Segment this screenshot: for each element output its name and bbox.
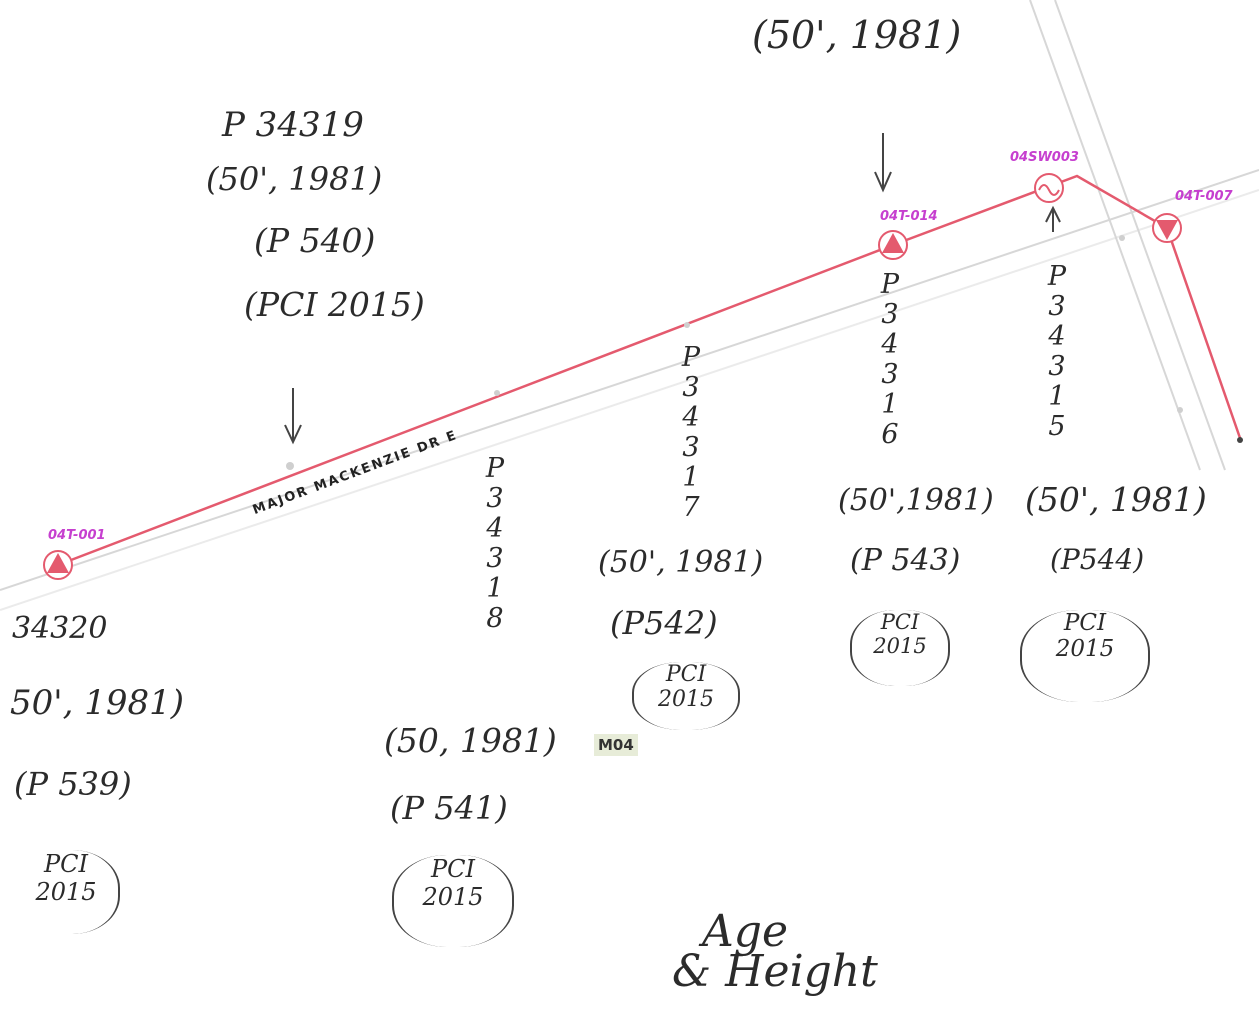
pin-label-04T-001: 04T-001 xyxy=(48,528,106,543)
triangle-pin-icon xyxy=(1156,220,1178,240)
annotation-age-height-34319: (50', 1981) xyxy=(206,160,383,198)
annotation-p-number-34319: (P 540) xyxy=(254,221,376,260)
footer-age: Age xyxy=(702,906,788,957)
pci-label: PCI xyxy=(431,855,475,883)
pci-year: 2015 xyxy=(1055,636,1115,662)
annotation-top-age-height: (50', 1981) xyxy=(752,13,962,57)
pci-label: PCI xyxy=(44,850,88,878)
annotation-pci-34315: PCI 2015 xyxy=(1020,610,1150,702)
annotation-pole-34319: P 34319 xyxy=(222,105,364,145)
annotation-pole-34317-vertical: P 3 4 3 1 7 xyxy=(681,342,701,523)
annotation-p-number-34320: (P 539) xyxy=(14,765,132,803)
annotation-p-number-34317: (P542) xyxy=(610,604,718,642)
annotation-age-height-34315: (50', 1981) xyxy=(1025,480,1207,519)
hand-arrows xyxy=(284,133,1061,445)
pci-year: 2015 xyxy=(873,634,927,658)
pin-label-04T-014: 04T-014 xyxy=(880,209,938,224)
triangle-pin-icon xyxy=(47,553,69,573)
pci-label: PCI xyxy=(880,610,920,634)
annotation-age-height-34317: (50', 1981) xyxy=(598,545,764,580)
arrow-down-icon xyxy=(284,388,302,445)
pci-year: 2015 xyxy=(658,687,714,712)
annotation-age-height-34316: (50',1981) xyxy=(838,483,994,518)
annotation-pole-34316-vertical: P 3 4 3 1 6 xyxy=(880,269,900,450)
annotation-p-number-34315: (P544) xyxy=(1050,543,1145,576)
annotation-age-height-34320: 50', 1981) xyxy=(10,683,185,723)
road-centerline xyxy=(57,174,1242,567)
annotation-pci-34320: PCI 2015 xyxy=(14,850,120,934)
background-streets xyxy=(0,0,1259,611)
annotation-pole-34318-vertical: P 3 4 3 1 8 xyxy=(485,453,505,634)
footer-height: & Height xyxy=(672,946,878,997)
pin-04T-001[interactable] xyxy=(43,550,73,580)
annotation-p-number-34316: (P 543) xyxy=(850,543,961,578)
pci-label: PCI xyxy=(1063,610,1107,636)
arrow-up-icon xyxy=(1045,205,1061,232)
pci-year: 2015 xyxy=(422,883,484,911)
annotation-pci-34316: PCI 2015 xyxy=(850,610,950,686)
arrow-down-icon xyxy=(874,133,892,193)
pci-year: 2015 xyxy=(35,878,97,906)
annotation-pci-34318: PCI 2015 xyxy=(392,855,514,947)
annotation-pole-34320: 34320 xyxy=(12,611,108,646)
grid-tag: M04 xyxy=(594,734,638,756)
annotation-p-number-34318: (P 541) xyxy=(390,789,508,827)
pin-04SW003[interactable] xyxy=(1034,173,1064,203)
triangle-pin-icon xyxy=(882,233,904,253)
annotation-pci-34319: (PCI 2015) xyxy=(244,285,425,324)
pin-04T-007[interactable] xyxy=(1152,213,1182,243)
pin-04T-014[interactable] xyxy=(878,230,908,260)
annotation-pci-34317: PCI 2015 xyxy=(632,662,740,730)
pin-label-04SW003: 04SW003 xyxy=(1010,150,1079,165)
annotation-pole-34315-vertical: P 3 4 3 1 5 xyxy=(1047,261,1067,442)
pci-label: PCI xyxy=(665,662,707,687)
annotation-age-height-34318: (50, 1981) xyxy=(384,721,557,760)
sine-wave-pin-icon xyxy=(1038,184,1060,196)
pin-label-04T-007: 04T-007 xyxy=(1175,189,1233,204)
road-nodes xyxy=(286,235,1243,470)
